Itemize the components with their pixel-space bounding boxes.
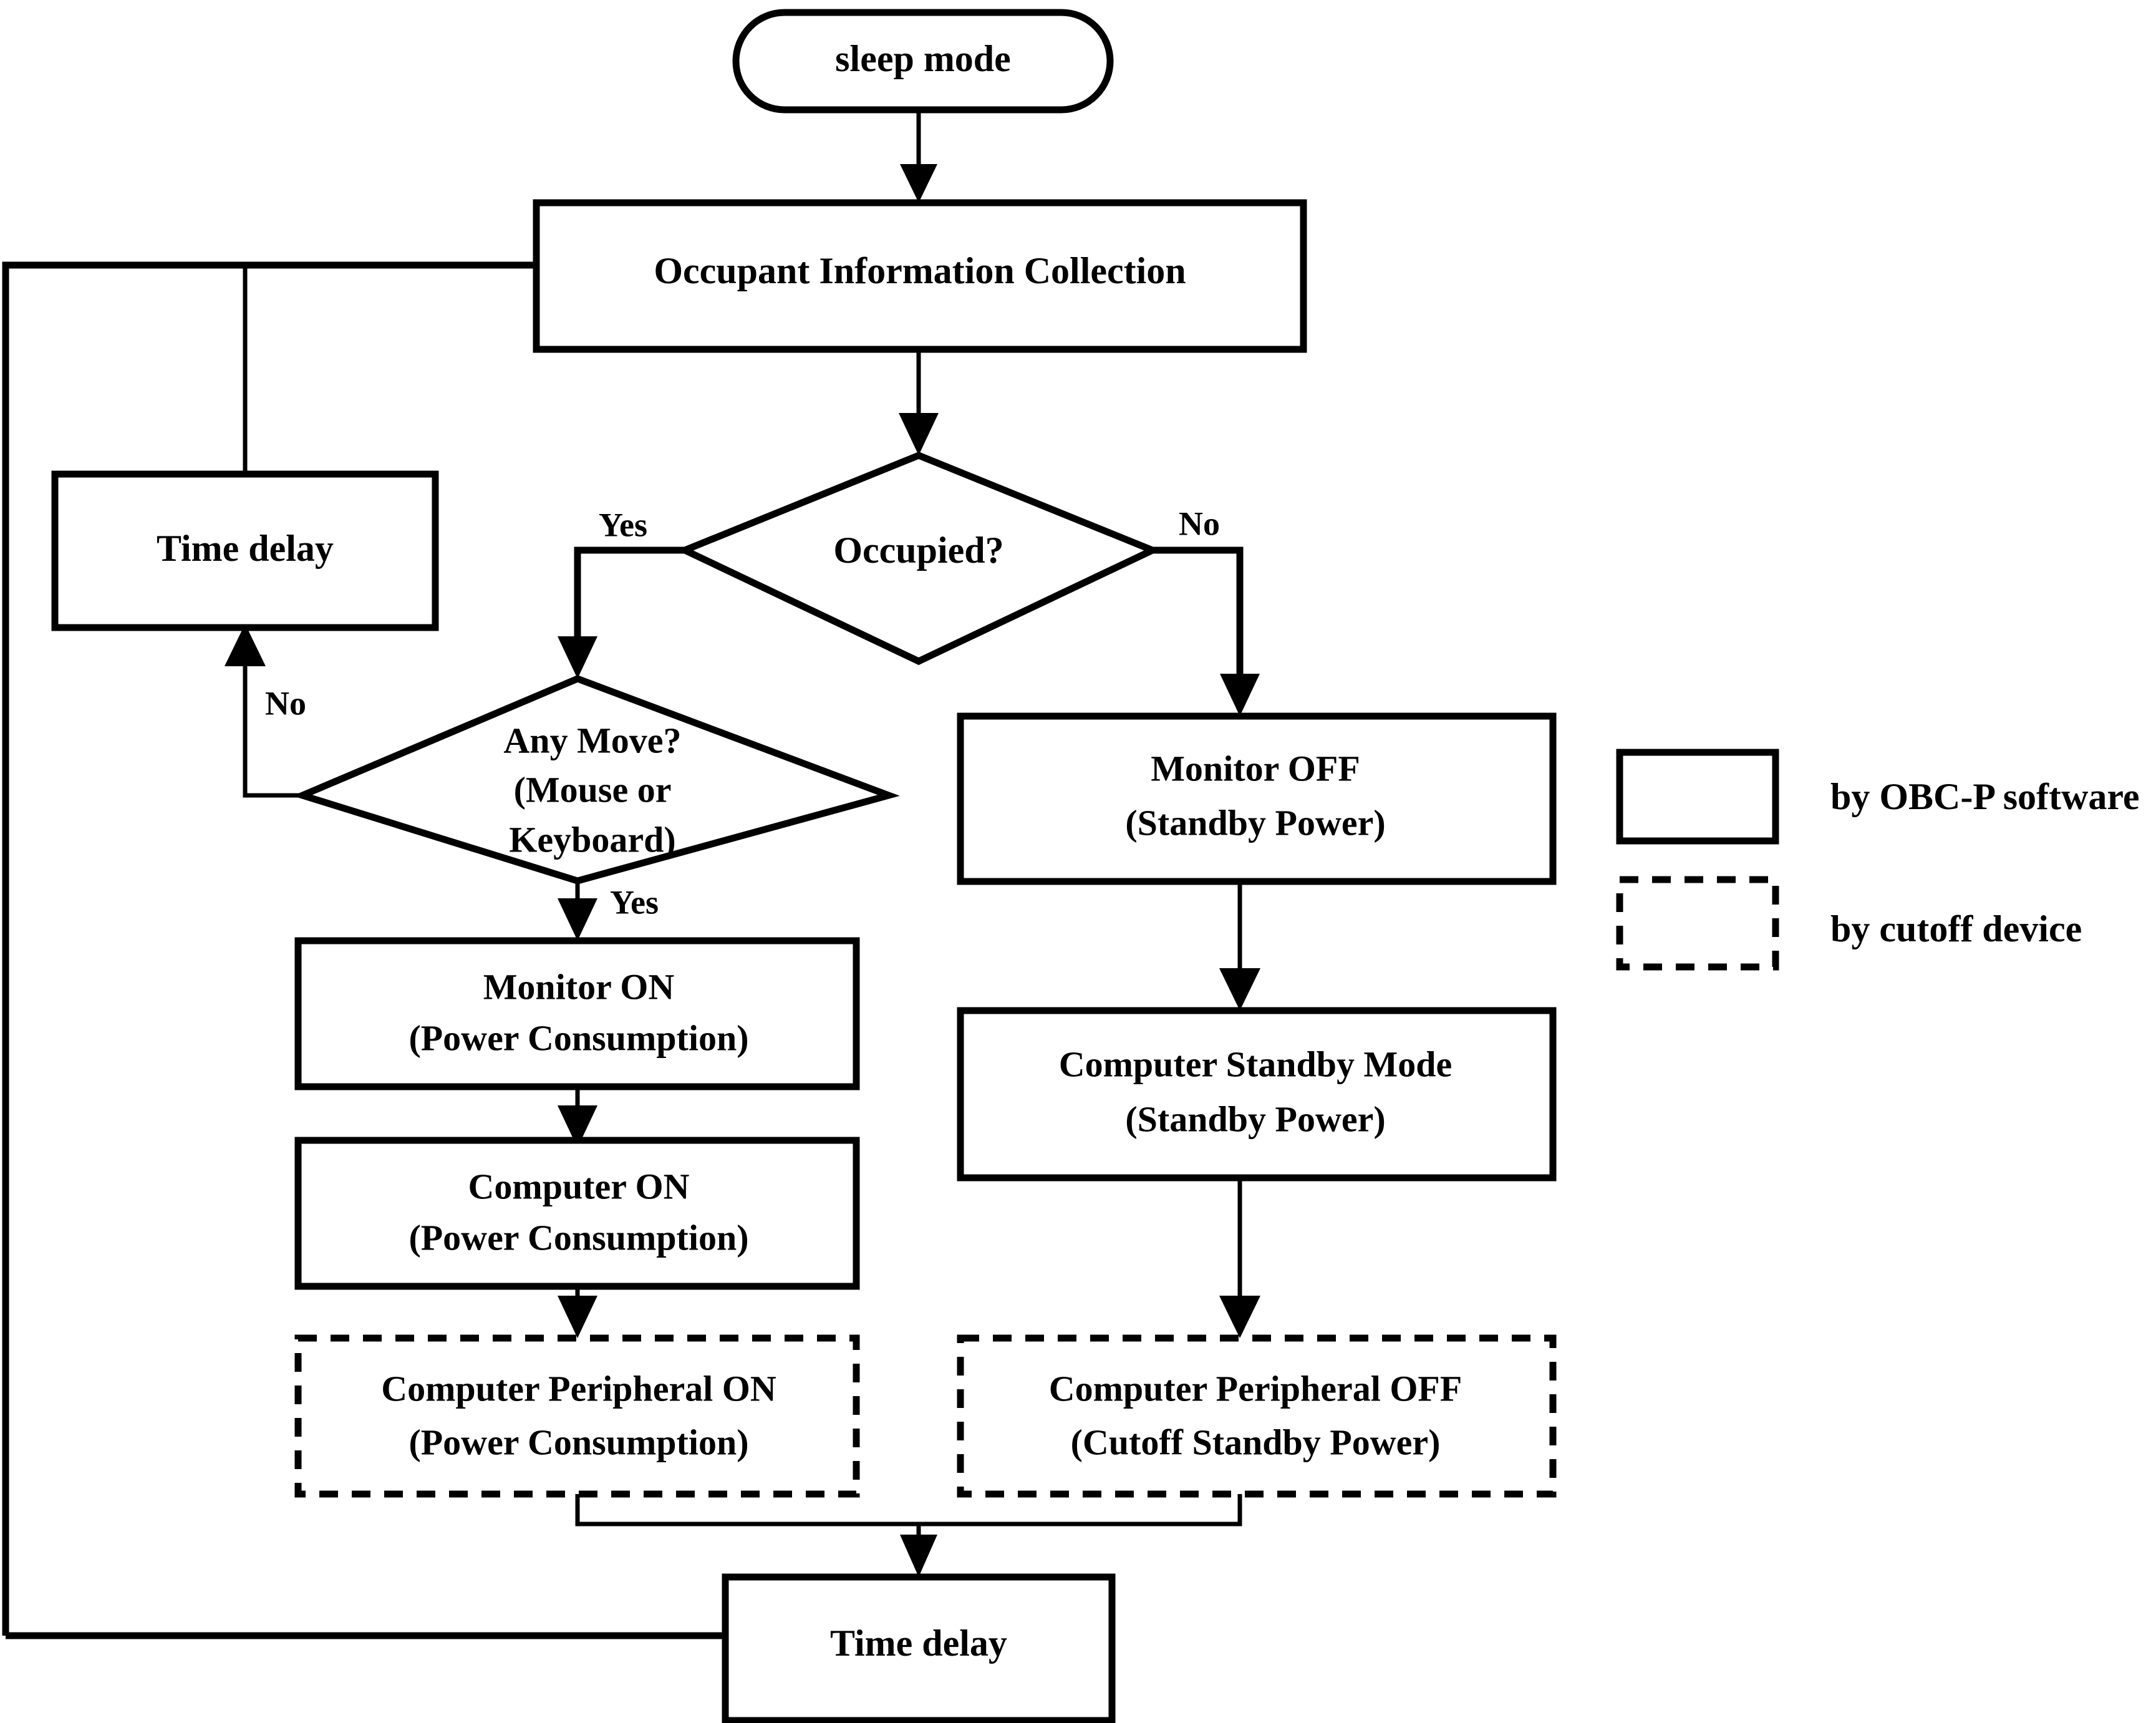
edge-monitoron-to-computeron (558, 1087, 597, 1148)
edge-computeron-to-peripheralon (558, 1286, 597, 1338)
edge-anymove-no (225, 624, 302, 798)
node-computer-peripheral-off-line1: Computer Peripheral OFF (1049, 1368, 1462, 1409)
node-any-move-decision-line3: Keyboard) (509, 819, 675, 860)
node-sleep-mode-label: sleep mode (835, 38, 1011, 79)
edge-merge-to-timedelay-bottom (575, 1494, 1242, 1577)
edge-label-occupied-no: No (1179, 505, 1220, 542)
legend: by OBC-P software by cutoff device (1616, 749, 2140, 971)
node-monitor-off[interactable]: Monitor OFF (Standby Power) (957, 712, 1557, 885)
node-occupied-decision[interactable]: Occupied? (676, 452, 1161, 666)
node-monitor-on-line1: Monitor ON (483, 966, 675, 1007)
legend-swatch-solid (1616, 749, 1779, 845)
node-any-move-decision-line1: Any Move? (503, 720, 681, 760)
node-occupant-information-collection[interactable]: Occupant Information Collection (533, 199, 1307, 353)
node-any-move-decision[interactable]: Any Move? (Mouse or Keyboard) (292, 675, 900, 885)
node-time-delay-left[interactable]: Time delay (51, 470, 439, 631)
node-monitor-off-line1: Monitor OFF (1151, 748, 1360, 789)
node-time-delay-bottom[interactable]: Time delay (722, 1573, 1116, 1723)
edge-label-occupied-yes: Yes (599, 506, 647, 543)
node-monitor-off-line2: (Standby Power) (1125, 802, 1385, 843)
node-computer-standby-mode-line1: Computer Standby Mode (1059, 1044, 1453, 1084)
node-computer-standby-mode-line2: (Standby Power) (1125, 1099, 1385, 1139)
node-monitor-on-line2: (Power Consumption) (408, 1017, 748, 1058)
edge-anymove-yes (558, 881, 597, 941)
node-sleep-mode[interactable]: sleep mode (732, 9, 1114, 114)
edge-label-any-move-no: No (265, 684, 306, 722)
node-computer-peripheral-on[interactable]: Computer Peripheral ON (Power Consumptio… (294, 1334, 860, 1498)
node-computer-peripheral-off-line2: (Cutoff Standby Power) (1071, 1422, 1441, 1462)
node-occupant-information-collection-label: Occupant Information Collection (654, 250, 1186, 291)
node-computer-on[interactable]: Computer ON (Power Consumption) (294, 1137, 860, 1290)
node-computer-on-line2: (Power Consumption) (408, 1217, 748, 1258)
edge-start-to-collection (900, 110, 937, 203)
node-computer-peripheral-on-line1: Computer Peripheral ON (381, 1368, 776, 1409)
legend-label-cutoff-device: by cutoff device (1830, 908, 2082, 949)
node-computer-on-line1: Computer ON (468, 1166, 690, 1206)
edge-monitoroff-to-standby (1219, 881, 1260, 1011)
legend-label-obcp-software: by OBC-P software (1830, 776, 2140, 817)
legend-item-obcp-software: by OBC-P software (1616, 749, 2140, 845)
edge-label-any-move-yes: Yes (610, 883, 659, 921)
legend-swatch-dashed (1616, 876, 1779, 971)
edge-occupied-yes (558, 546, 685, 679)
node-monitor-on[interactable]: Monitor ON (Power Consumption) (294, 937, 860, 1090)
node-computer-peripheral-on-line2: (Power Consumption) (408, 1422, 748, 1462)
node-time-delay-left-label: Time delay (157, 528, 334, 569)
node-computer-peripheral-off[interactable]: Computer Peripheral OFF (Cutoff Standby … (957, 1334, 1557, 1498)
edge-occupied-no (1153, 546, 1260, 716)
edge-standby-to-peripheraloff (1219, 1178, 1260, 1338)
node-occupied-decision-label: Occupied? (833, 530, 1003, 571)
node-computer-standby-mode[interactable]: Computer Standby Mode (Standby Power) (957, 1007, 1557, 1182)
edge-collection-to-occupied (899, 349, 939, 455)
node-time-delay-bottom-label: Time delay (830, 1623, 1007, 1664)
legend-item-cutoff-device: by cutoff device (1616, 876, 2082, 971)
node-any-move-decision-line2: (Mouse or (514, 769, 672, 810)
